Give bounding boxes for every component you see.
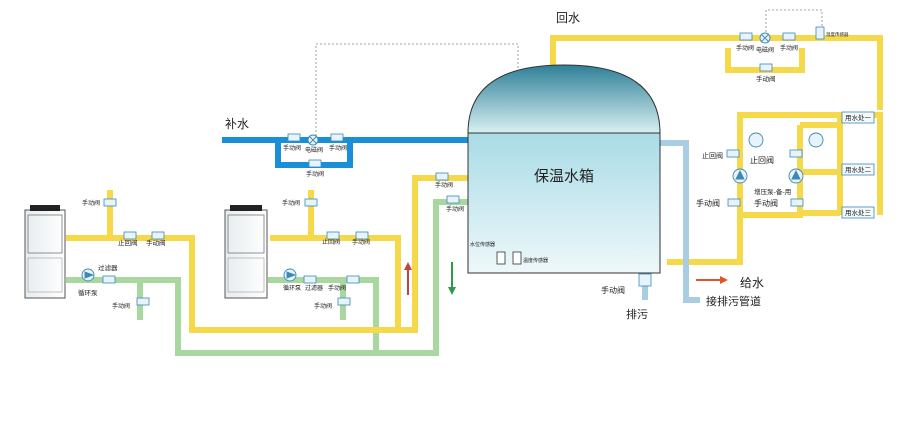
makeup-label: 补水 xyxy=(225,117,249,131)
drain-pipe xyxy=(660,140,700,303)
manual-valve-icon xyxy=(151,231,165,240)
manual-valve-label: 手动阀 xyxy=(435,181,453,189)
hot-pipe-main xyxy=(270,175,470,333)
manual-valve-label: 手动阀 xyxy=(282,199,300,207)
manual-valve-icon xyxy=(435,172,449,181)
manual-valve-icon xyxy=(136,297,150,306)
heat-pump-unit-2 xyxy=(224,205,268,299)
use-point-2: 用水处二 xyxy=(845,165,872,174)
filter-label: 过滤器 xyxy=(98,263,118,272)
manual-valve-icon xyxy=(727,198,741,207)
pump-icon xyxy=(748,132,764,148)
check-valve-label: 止回阀 xyxy=(118,238,138,247)
manual-valve-icon xyxy=(638,273,652,287)
manual-valve-label: 手动阀 xyxy=(112,302,130,310)
manual-valve-label: 手动阀 xyxy=(754,198,778,208)
check-valve-icon xyxy=(123,231,137,240)
manual-valve-label: 手动阀 xyxy=(446,205,464,213)
manual-valve-icon xyxy=(304,198,318,207)
manual-valve-label: 手动阀 xyxy=(328,284,346,292)
solenoid-valve-label: 电磁阀 xyxy=(756,46,774,54)
check-valve-label: 止回阀 xyxy=(750,155,774,165)
manual-valve-icon xyxy=(759,63,773,72)
solenoid-valve-label: 电磁阀 xyxy=(305,146,323,154)
valves xyxy=(102,26,825,306)
manual-valve-icon xyxy=(287,133,301,142)
circ-pump-label: 循环泵 xyxy=(78,288,98,297)
supply-label: 给水 xyxy=(740,276,764,290)
check-valve-icon xyxy=(326,231,340,240)
supply-main xyxy=(667,112,883,265)
tank-label: 保温水箱 xyxy=(534,167,594,185)
manual-valve-icon xyxy=(355,231,369,240)
check-valve-icon xyxy=(789,149,803,158)
manual-valve-icon xyxy=(782,32,796,41)
pumps xyxy=(81,132,824,282)
booster-pump-label: 增压泵-备-用 xyxy=(754,187,791,196)
manual-valve-label: 手动阀 xyxy=(780,44,798,52)
manual-valve-icon xyxy=(308,159,322,168)
filter-label: 过滤器 xyxy=(305,284,323,292)
filter-icon xyxy=(303,275,317,284)
return-label: 回水 xyxy=(556,11,580,25)
solenoid-valve-icon xyxy=(307,32,771,146)
check-valve-label: 止回阀 xyxy=(322,238,340,246)
manual-valve-label: 手动阀 xyxy=(146,238,166,247)
level-sensor-label: 水位传感器 xyxy=(470,241,495,248)
manual-valve-icon xyxy=(446,195,460,204)
use-point-3: 用水处三 xyxy=(845,208,872,217)
temp-sensor-icon xyxy=(512,251,522,265)
manual-valve-label: 手动阀 xyxy=(314,302,332,310)
return-loop xyxy=(550,35,883,110)
return-pipe xyxy=(66,199,470,356)
use-point-1: 用水处一 xyxy=(845,113,872,122)
temp-sensor-label: 温度传感器 xyxy=(523,257,548,264)
manual-valve-label: 手动阀 xyxy=(283,144,301,152)
manual-valve-icon xyxy=(103,198,117,207)
manual-valve-label: 手动阀 xyxy=(306,170,324,178)
temp-sensor-label: 温度传感器 xyxy=(826,31,849,38)
insulated-tank: 保温水箱 水位传感器 温度传感器 xyxy=(467,64,661,274)
manual-valve-icon xyxy=(739,32,753,41)
check-valve-label: 止回阀 xyxy=(702,151,723,160)
manual-valve-label: 手动阀 xyxy=(736,44,754,52)
check-valve-icon xyxy=(726,149,740,158)
flow-arrows xyxy=(404,262,728,295)
temp-sensor-icon xyxy=(815,26,825,40)
manual-valve-label: 手动阀 xyxy=(352,238,370,246)
manual-valve-icon xyxy=(330,133,344,142)
manual-valve-label: 手动阀 xyxy=(82,199,100,207)
manual-valve-icon xyxy=(337,297,351,306)
drain-label: 排污 xyxy=(626,307,648,321)
supply-to-users xyxy=(800,122,840,216)
heat-pump-unit-1 xyxy=(24,205,66,299)
circ-pump-label: 循环泵 xyxy=(283,284,301,292)
manual-valve-label: 手动阀 xyxy=(756,74,776,83)
manual-valve-label: 手动阀 xyxy=(696,198,720,208)
manual-valve-icon xyxy=(790,198,804,207)
filter-icon xyxy=(102,275,116,284)
manual-valve-icon xyxy=(346,275,360,284)
use-points xyxy=(841,111,875,219)
sewer-label: 接排污管道 xyxy=(706,294,761,308)
control-line-2 xyxy=(765,9,823,40)
manual-valve-label: 手动阀 xyxy=(329,144,347,152)
manual-valve-label: 手动阀 xyxy=(601,285,625,295)
level-sensor-icon xyxy=(496,251,506,265)
pump-icon xyxy=(808,132,824,148)
